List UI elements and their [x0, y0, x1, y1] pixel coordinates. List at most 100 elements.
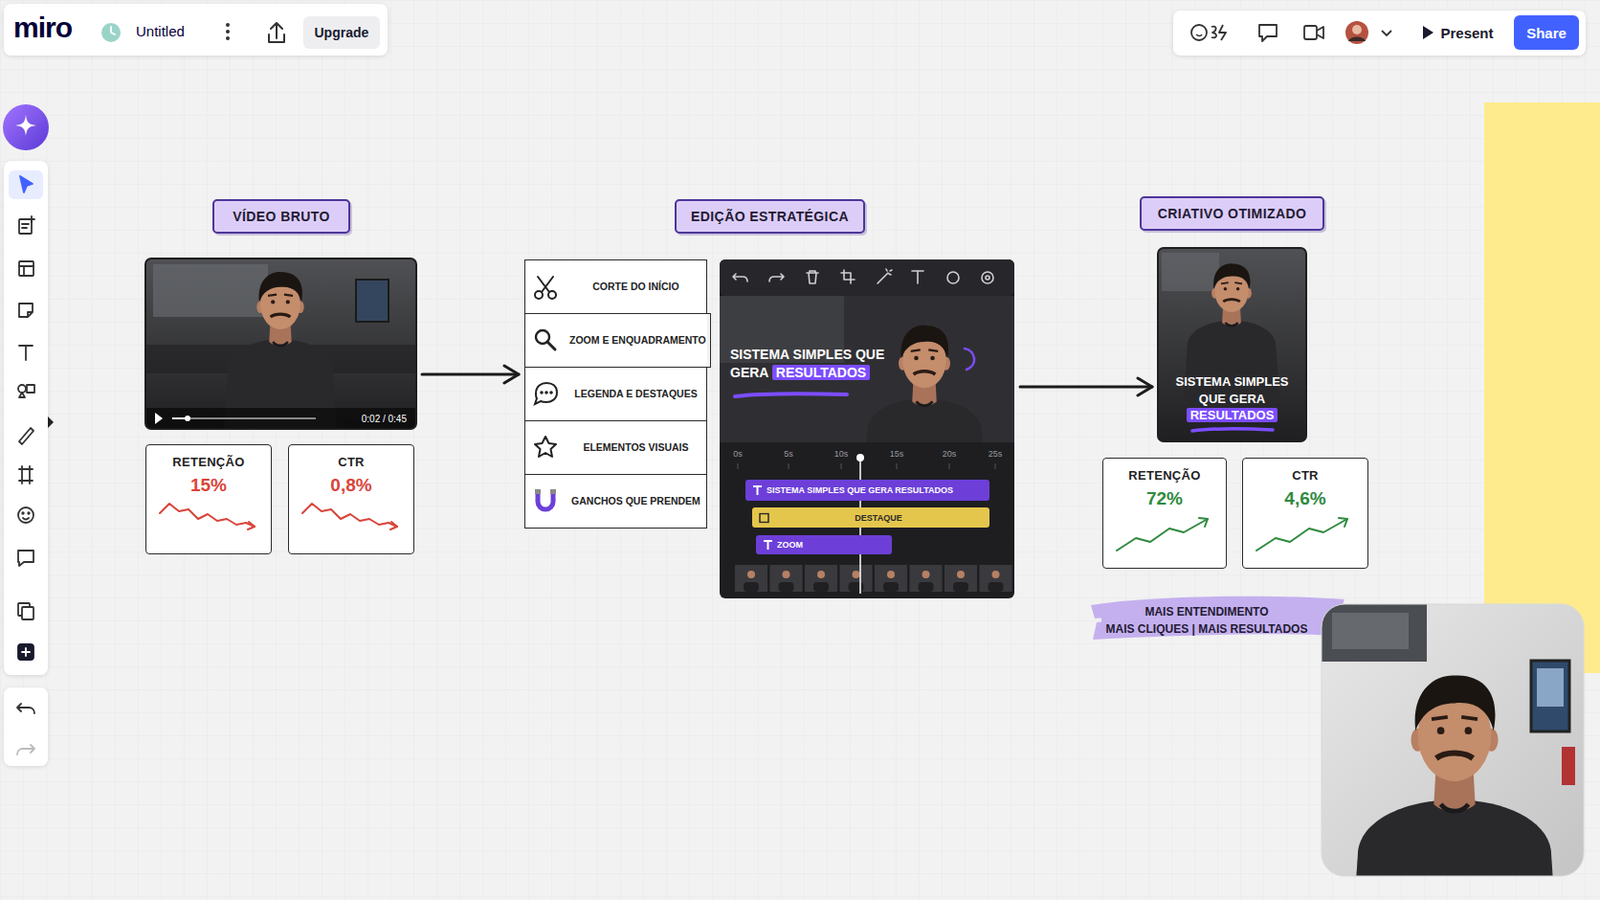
left-toolbar [18, 644, 34, 660]
editor-panel [817, 570, 825, 578]
node-text: ELEMENTOS VISUAIS [582, 441, 689, 455]
node-text: Present [1441, 24, 1494, 42]
left-toolbar [3, 687, 48, 766]
top-right-bar [1196, 34, 1202, 37]
left-toolbar [47, 416, 54, 428]
top-left-bar [225, 29, 230, 34]
node-text: SISTEMA SIMPLES QUE GERA RESULTADOS [1167, 373, 1297, 424]
editor-panel [737, 463, 739, 469]
editor-panel [995, 463, 997, 469]
editor-panel [734, 393, 847, 397]
edit-step: CORTE DO INÍCIO [524, 259, 708, 314]
edit-step: ZOOM E ENQUADRAMENTO [524, 312, 712, 368]
label-text: 20s [942, 448, 957, 459]
node-text: ZOOM E ENQUADRAMENTO [569, 333, 707, 348]
node-text: CTR [337, 454, 365, 469]
ai-button [2, 104, 49, 151]
track-icon [752, 485, 763, 496]
top-right-bar [1345, 21, 1369, 45]
editor-panel [887, 570, 895, 578]
step-list-icons [550, 391, 553, 394]
left-toolbar [26, 384, 35, 393]
node-text: Share [1526, 24, 1567, 42]
editor-panel [947, 271, 959, 284]
editor-panel [743, 581, 759, 592]
editor-panel [852, 570, 861, 578]
left-toolbar [22, 647, 30, 656]
step-list-icons [534, 488, 541, 494]
step-list-icons [534, 382, 557, 404]
track-icon [759, 512, 769, 522]
left-toolbar [8, 170, 44, 200]
editor-panel [874, 564, 908, 592]
left-toolbar [19, 466, 33, 484]
editor-panel [877, 268, 892, 284]
raw-video-frame [145, 407, 417, 429]
step-list-icons [534, 436, 556, 457]
sparkline-down [247, 521, 255, 530]
left-toolbar [19, 303, 33, 317]
track-icon [758, 511, 770, 523]
sparkline-down [390, 521, 398, 530]
node-text: SISTEMA SIMPLES QUE GERA RESULTADOS [766, 485, 954, 495]
ai-button [2, 104, 49, 151]
editor-panel [719, 295, 1015, 443]
editor-panel [778, 581, 795, 592]
left-toolbar [3, 160, 48, 675]
left-toolbar [17, 744, 35, 755]
editor-panel [992, 570, 1000, 578]
editor-panel [910, 564, 943, 592]
editor-panel [856, 453, 865, 462]
node-text: GANCHOS QUE PRENDEM [571, 494, 701, 509]
editor-panel [840, 564, 873, 592]
share-button: Share [1513, 15, 1579, 50]
editor-panel [734, 564, 768, 592]
top-right-bar [1173, 10, 1586, 56]
editor-panel [918, 581, 934, 592]
metric-card-ground [288, 444, 415, 555]
webcam-overlay [1531, 660, 1570, 732]
creative-thumbnail-frame [1161, 252, 1220, 291]
highlight-word: RESULTADOS [772, 364, 870, 380]
left-toolbar [3, 160, 54, 766]
sparkline-up [1256, 518, 1348, 551]
node-subtext: 15% [190, 474, 227, 496]
webcam-overlay [1321, 603, 1584, 900]
node-subtext: 4,6% [1284, 488, 1326, 510]
node-text: 0:02 / 0:45 [361, 413, 407, 424]
webcam-overlay [1321, 603, 1584, 876]
top-left-bar [3, 3, 388, 56]
editor-panel [770, 564, 803, 592]
label-text: 10s [834, 448, 849, 459]
left-toolbar [18, 550, 34, 566]
editor-panel [719, 259, 1015, 599]
editor-panel [733, 268, 994, 284]
node-text: SISTEMA SIMPLES QUE GERA RESULTADOS [730, 345, 912, 382]
time-tick: 15s [889, 448, 905, 459]
editor-panel [953, 581, 969, 592]
webcam-overlay [1321, 603, 1584, 876]
label-text: 0s [733, 448, 743, 459]
edit-step: LEGENDA E DESTAQUES [524, 366, 708, 422]
creative-thumbnail-frame [1157, 247, 1307, 442]
step-list-icons [537, 276, 554, 292]
label-text: 5s [783, 448, 794, 459]
left-toolbar [22, 216, 35, 228]
top-right-bar [1352, 24, 1362, 35]
left-toolbar [19, 266, 34, 276]
left-toolbar [27, 511, 30, 514]
editor-panel [988, 581, 1004, 592]
left-toolbar [19, 345, 33, 360]
editor-panel [979, 564, 1013, 592]
left-toolbar [19, 392, 25, 398]
metric-card: CTR4,6% [1242, 457, 1369, 569]
creative-thumbnail: SISTEMA SIMPLES QUE GERA RESULTADOS [1157, 247, 1307, 442]
node-text: MAIS ENTENDIMENTO [1144, 602, 1268, 621]
brand-logo: miro [13, 11, 72, 45]
editor-panel [956, 570, 965, 578]
metric-card: CTR0,8% [288, 444, 415, 555]
editor-panel [747, 570, 756, 578]
sparkline-down [302, 503, 398, 527]
left-toolbar [18, 507, 34, 523]
top-left-bar [268, 22, 285, 43]
